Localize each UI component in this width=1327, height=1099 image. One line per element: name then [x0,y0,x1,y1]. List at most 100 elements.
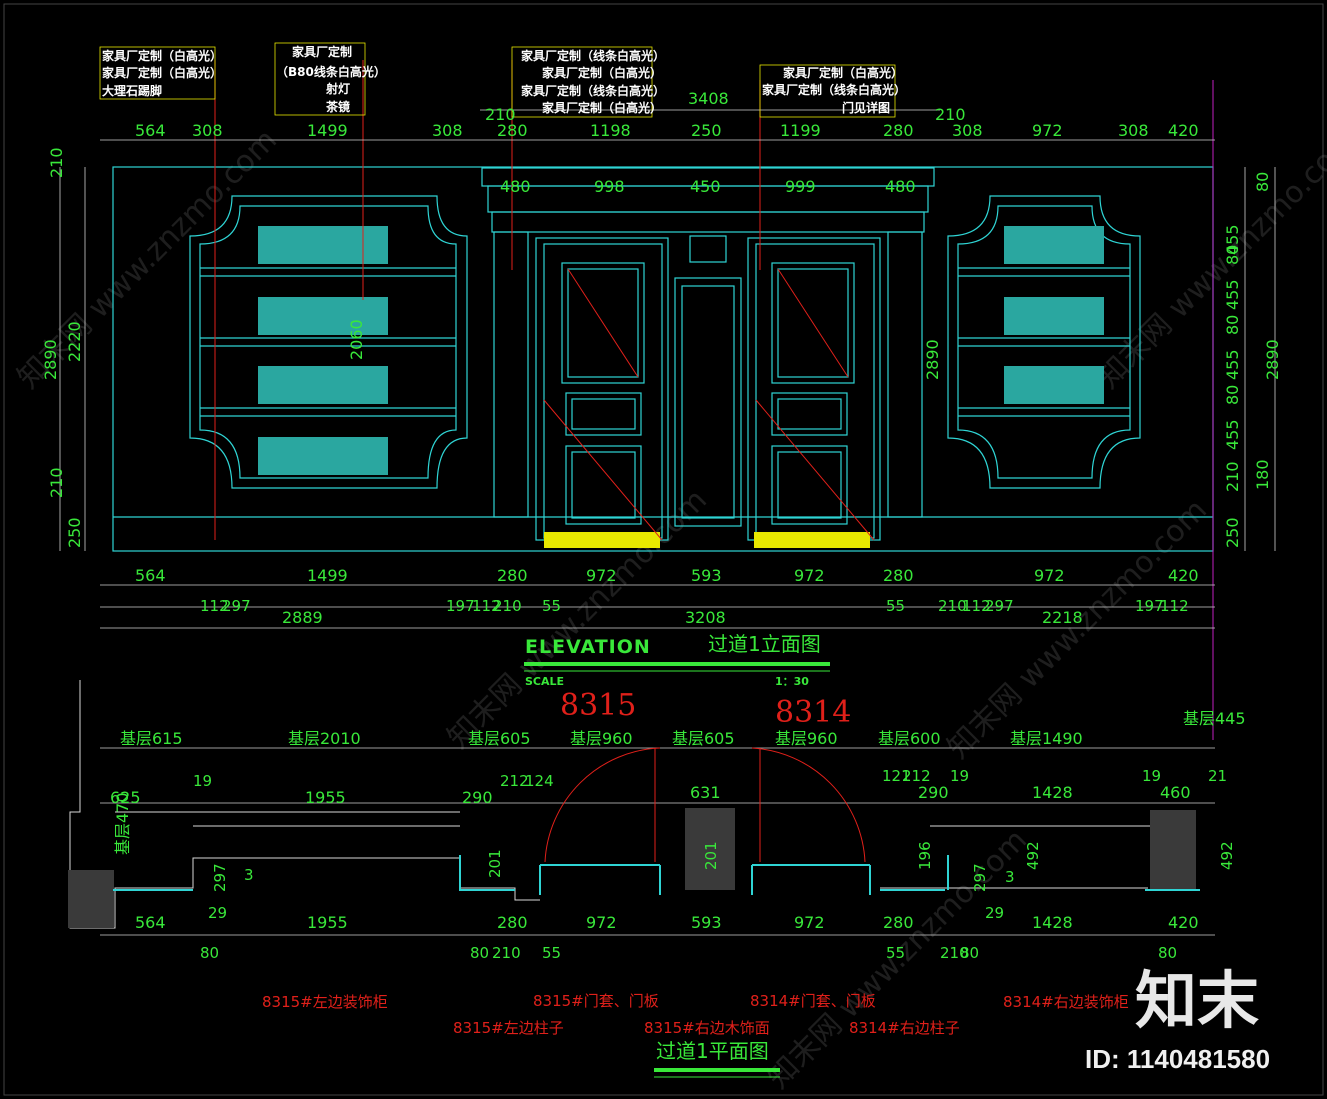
dim-plan-bottom: 593 [691,913,722,932]
dim-bottom2: 297 [222,597,251,615]
right-cabinet-frame [947,195,1141,489]
dim-bottom2: 112 [1160,597,1189,615]
dim-right-vert: 80 [1223,315,1242,335]
dim-top: 210 [485,105,516,124]
plan-label: 8314#门套、门板 [750,992,876,1010]
dim-depth: 297 [211,863,229,892]
dim-bottom2: 55 [542,597,561,615]
dim-plan-bottom: 280 [497,913,528,932]
plan-cyan-trim [113,855,1200,895]
annotation: 茶镜 [325,99,350,114]
plan-label: 8315#右边木饰面 [644,1019,770,1037]
dim-bottom: 1499 [307,566,348,585]
dim-depth: 492 [1024,841,1042,870]
dim-right-vert: 80 [1253,172,1272,192]
dim-base: 基层445 [1183,709,1246,728]
dim-plan: 1428 [1032,783,1073,802]
dim-bottom2: 210 [493,597,522,615]
elevation-title-en: ELEVATION [525,636,651,658]
annotation: 家具厂定制（线条白高光） [521,83,665,98]
dim-inner: 480 [885,177,916,196]
dim-base: 基层960 [775,729,838,748]
dim-right-vert: 455 [1223,349,1242,380]
dim-plan-bottom2: 210 [940,944,969,962]
dim-top: 250 [691,121,722,140]
dim-bottom3: 2889 [282,608,323,627]
dim-plan-bottom2: 55 [886,944,905,962]
dim-plan-bottom2: 80 [960,944,979,962]
dim-depth: 201 [702,841,720,870]
dim-inner: 480 [500,177,531,196]
dim-plan: 19 [1142,767,1161,785]
dim-center-height: 2890 [923,339,942,380]
dim-base: 基层600 [878,729,941,748]
dim-plan: 21 [1208,767,1227,785]
dim-right-vert: 455 [1223,279,1242,310]
dim-top: 280 [883,121,914,140]
plan-title: 过道1平面图 [656,1039,769,1063]
annotation-block: 家具厂定制（白高光） 家具厂定制（白高光） 大理石踢脚 家具厂定制 （B80线条… [99,42,906,118]
dim-plan-bottom: 972 [586,913,617,932]
dim-bottom2: 112 [962,597,991,615]
dim-plan-bottom: 1428 [1032,913,1073,932]
dim-base: 基层615 [120,729,183,748]
dim-depth: 297 [971,863,989,892]
elevation-linework [112,166,1214,552]
annotation: 家具厂定制 [292,44,352,59]
plan-linework [69,680,1192,929]
plan-room-codes: 8315 8314 [560,688,851,730]
scale-label: SCALE [525,675,564,688]
dim-top: 280 [497,121,528,140]
dim-base: 基层1490 [1010,729,1083,748]
branding: 知末 ID: 1140481580 [1085,964,1270,1074]
annotation: 家具厂定制（白高光） [102,65,222,80]
dim-base: 基层960 [570,729,633,748]
dim-plan-bottom2: 210 [492,944,521,962]
dim-top: 308 [952,121,983,140]
dim-top: 420 [1168,121,1199,140]
plan-labels: 8315#左边装饰柜 8315#门套、门板 8314#门套、门板 8314#右边… [262,992,1129,1037]
dim-depth: 201 [486,849,504,878]
dim-base: 基层2010 [288,729,361,748]
dim-top: 308 [1118,121,1149,140]
dim-left-vert: 2220 [65,321,84,362]
dim-plan: 625 [110,788,141,807]
dim-bottom2: 210 [938,597,967,615]
room-code: 8315 [560,688,636,723]
dim-left-total: 2890 [41,339,60,380]
dim-right-vert: 455 [1223,419,1242,450]
threshold-right [754,532,870,548]
dim-top: 210 [935,105,966,124]
image-id: ID: 1140481580 [1085,1044,1270,1074]
dim-plan-bottom: 1955 [307,913,348,932]
dim-right-vert: 455 [1223,224,1242,255]
dim-bottom: 593 [691,566,722,585]
dim-bottom: 280 [883,566,914,585]
dim-top: 1499 [307,121,348,140]
dim-plan-bottom2: 80 [200,944,219,962]
dim-top: 308 [192,121,223,140]
dim-bottom2: 197 [446,597,475,615]
dim-top: 564 [135,121,166,140]
dim-base-side: 基层470 [113,792,132,855]
annotation: 家具厂定制（白高光） [542,100,662,115]
dim-bottom2: 112 [200,597,229,615]
dim-bottom2: 55 [886,597,905,615]
dim-right-vert: 180 [1253,459,1272,490]
dim-plan: 290 [918,783,949,802]
dim-right-total: 2890 [1263,339,1282,380]
dim-bottom: 972 [586,566,617,585]
dim-bottom3: 2218 [1042,608,1083,627]
dim-plan-bottom2: 55 [542,944,561,962]
dim-bottom3: 3208 [685,608,726,627]
dim-right-vert: 80 [1223,385,1242,405]
dim-plan: 212 [500,772,529,790]
watermark-text: 知末网 www.znzmo.com [1091,123,1327,396]
dim-plan: 121 [882,767,911,785]
elevation-title-block: ELEVATION 过道1立面图 SCALE 1：30 [524,632,830,688]
annotation: 家具厂定制（白高光） [102,48,222,63]
dim-plan: 19 [193,772,212,790]
dim-plan: 460 [1160,783,1191,802]
threshold-left [544,532,660,548]
dim-plan-bottom2: 80 [1158,944,1177,962]
